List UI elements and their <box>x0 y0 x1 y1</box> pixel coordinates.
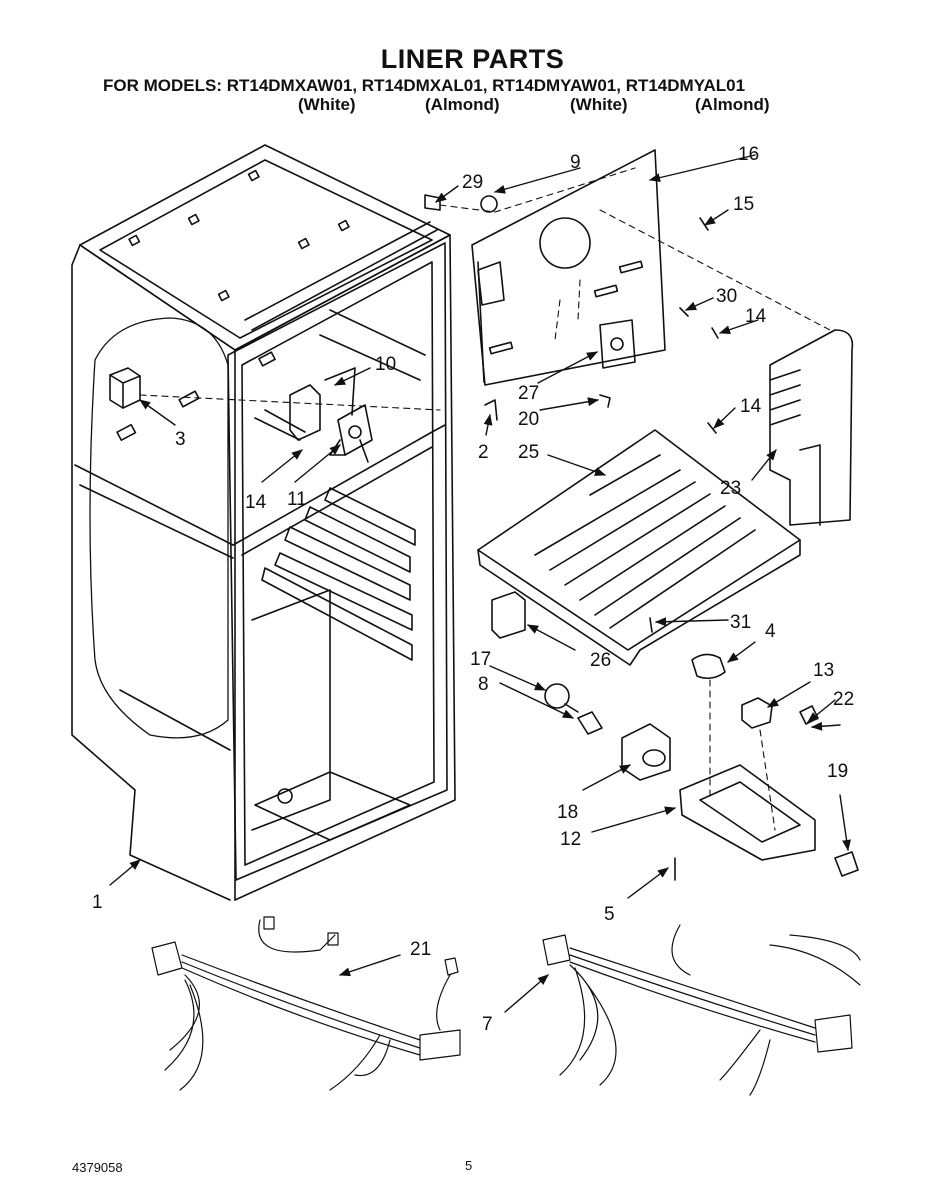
page-number: 5 <box>465 1158 473 1173</box>
callout-11: 11 <box>287 489 307 510</box>
callout-31: 31 <box>730 612 751 633</box>
part-3 <box>109 367 141 409</box>
callout-9: 9 <box>570 152 581 173</box>
callout-14: 14 <box>745 306 767 327</box>
variant-label: (White) <box>570 95 628 114</box>
callout-21: 21 <box>410 939 431 960</box>
models-line: FOR MODELS: RT14DMXAW01, RT14DMXAL01, RT… <box>103 76 746 95</box>
callout-labels: 1 2 3 4 5 7 8 9 10 11 12 13 14 14 14 14 … <box>92 144 854 1035</box>
part-21-wiring-harness <box>151 916 461 1091</box>
callout-10: 10 <box>375 354 396 375</box>
document-number: 4379058 <box>72 1160 123 1175</box>
callout-3: 3 <box>175 429 186 450</box>
callout-23: 23 <box>720 478 741 499</box>
part-23-air-duct <box>769 329 854 526</box>
callout-7: 7 <box>482 1014 493 1035</box>
callout-15: 15 <box>733 194 754 215</box>
part-25-evaporator-cover <box>477 429 801 666</box>
callout-22: 22 <box>833 689 854 710</box>
variant-label: (White) <box>298 95 356 114</box>
callout-8: 8 <box>478 674 489 695</box>
liner-cabinet <box>71 144 456 901</box>
variant-label: (Almond) <box>695 95 770 114</box>
callout-16: 16 <box>738 144 759 165</box>
callout-1: 1 <box>92 892 103 913</box>
part-12-control-housing <box>679 764 816 861</box>
callout-20: 20 <box>518 409 539 430</box>
part-4 <box>691 653 726 680</box>
callout-2: 2 <box>478 442 489 463</box>
callout-29: 29 <box>462 172 483 193</box>
leader-lines <box>139 167 831 831</box>
callout-4: 4 <box>765 621 776 642</box>
callout-18: 18 <box>557 802 578 823</box>
callout-13: 13 <box>813 660 834 681</box>
callout-arrows <box>109 154 851 1013</box>
callout-19: 19 <box>827 761 848 782</box>
callout-25: 25 <box>518 442 539 463</box>
page-title: LINER PARTS <box>380 44 565 74</box>
part-8-light-socket <box>577 711 603 735</box>
callout-14: 14 <box>740 396 762 417</box>
part-13-thermostat <box>741 697 773 729</box>
callout-27: 27 <box>518 383 539 404</box>
callout-17: 17 <box>470 649 491 670</box>
variant-label: (Almond) <box>425 95 500 114</box>
callout-30: 30 <box>716 286 737 307</box>
callout-12: 12 <box>560 829 581 850</box>
part-19 <box>834 851 859 877</box>
callout-14: 14 <box>245 492 267 513</box>
screws <box>424 194 719 881</box>
part-17-light-bulb <box>544 683 579 713</box>
callout-5: 5 <box>604 904 615 925</box>
part-7-wiring-harness <box>542 924 861 1096</box>
callout-26: 26 <box>590 650 611 671</box>
part-10-fan-motor <box>254 367 373 463</box>
part-26 <box>491 591 526 639</box>
part-16-back-panel <box>471 149 666 386</box>
